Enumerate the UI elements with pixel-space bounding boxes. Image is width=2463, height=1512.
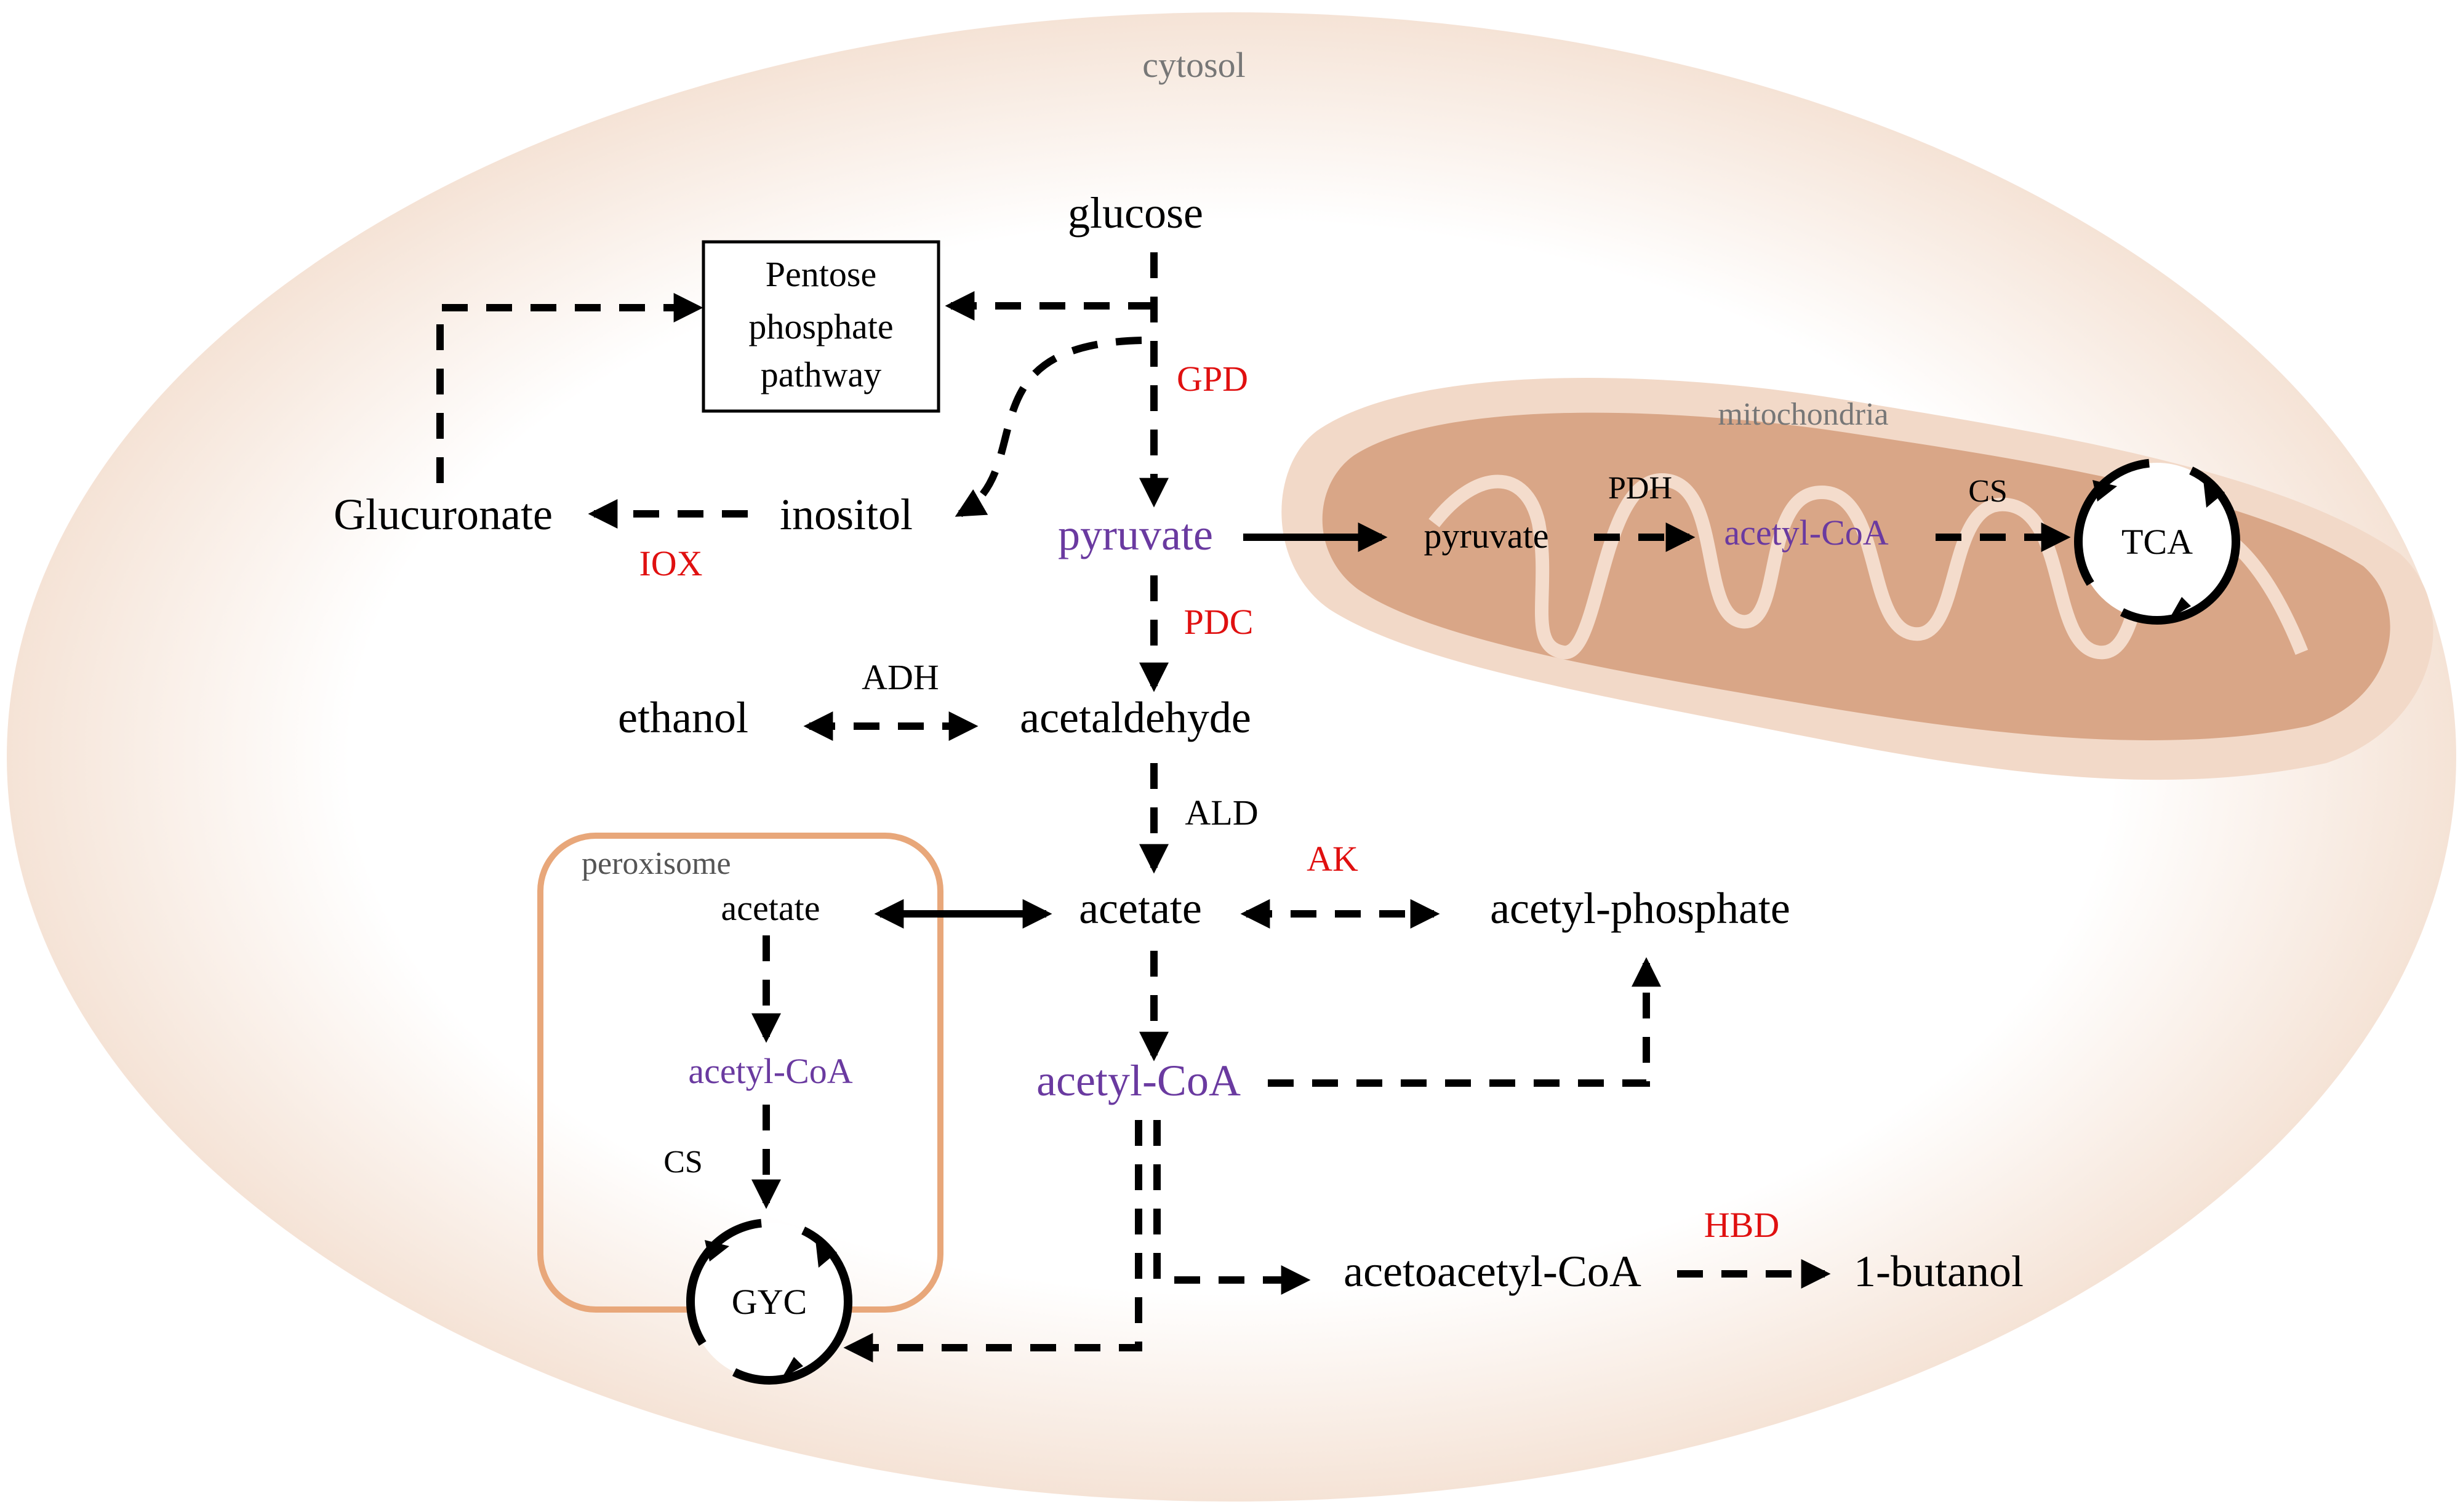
pyruvate-mitochondria-label: pyruvate bbox=[1424, 516, 1549, 556]
enzyme-gpd: GPD bbox=[1177, 359, 1248, 399]
acetylcoa-peroxisome-label: acetyl-CoA bbox=[688, 1051, 852, 1091]
cytosol-compartment bbox=[7, 12, 2456, 1502]
pentose-phosphate-box bbox=[702, 240, 940, 413]
ethanol-label: ethanol bbox=[618, 693, 748, 742]
gyc-cycle bbox=[686, 1218, 852, 1385]
acetate-peroxisome-label: acetate bbox=[721, 888, 820, 928]
pathway-arrows bbox=[436, 252, 2071, 1362]
enzyme-hbd: HBD bbox=[1704, 1205, 1779, 1245]
tca-label: TCA bbox=[2121, 522, 2193, 562]
glucose-label: glucose bbox=[1068, 188, 1203, 238]
acetyl-phosphate-label: acetyl-phosphate bbox=[1490, 884, 1790, 933]
gyc-label: GYC bbox=[732, 1282, 807, 1322]
enzyme-ak: AK bbox=[1307, 839, 1358, 879]
enzyme-cs-mitochondria: CS bbox=[1968, 474, 2008, 509]
enzyme-cs-peroxisome: CS bbox=[663, 1145, 703, 1180]
enzyme-adh: ADH bbox=[862, 657, 939, 697]
acetylcoa-mitochondria-label: acetyl-CoA bbox=[1724, 513, 1888, 553]
glucuronate-label: Glucuronate bbox=[334, 490, 553, 539]
pyruvate-cytosol-label: pyruvate bbox=[1058, 510, 1213, 559]
pentose-line2: phosphate bbox=[748, 306, 893, 346]
enzyme-ald: ALD bbox=[1185, 793, 1258, 833]
butanol-label: 1-butanol bbox=[1854, 1247, 2024, 1296]
acetoacetylcoa-label: acetoacetyl-CoA bbox=[1344, 1247, 1641, 1296]
pentose-line3: pathway bbox=[761, 354, 882, 394]
arrow-acetylcoa-gyc bbox=[843, 1120, 1142, 1362]
acetylcoa-cytosol-label: acetyl-CoA bbox=[1036, 1056, 1241, 1105]
cytosol-label: cytosol bbox=[1142, 45, 1246, 85]
enzyme-pdh: PDH bbox=[1608, 471, 1672, 506]
arrow-glucose-inositol bbox=[955, 337, 1142, 518]
enzyme-iox: IOX bbox=[639, 543, 702, 583]
tca-cycle bbox=[2074, 458, 2240, 625]
enzyme-pdc: PDC bbox=[1184, 602, 1254, 642]
peroxisome-label: peroxisome bbox=[582, 846, 731, 881]
mitochondria-label: mitochondria bbox=[1718, 397, 1888, 432]
arrow-acetylcoa-acetoacetylcoa bbox=[1153, 1120, 1311, 1295]
arrow-acetylcoa-acetylphosphate bbox=[1268, 957, 1661, 1087]
acetaldehyde-label: acetaldehyde bbox=[1020, 693, 1251, 742]
inositol-label: inositol bbox=[780, 490, 913, 539]
arrow-glucuronate-pentose bbox=[436, 293, 703, 483]
pentose-line1: Pentose bbox=[766, 254, 876, 294]
acetate-cytosol-label: acetate bbox=[1079, 884, 1202, 933]
